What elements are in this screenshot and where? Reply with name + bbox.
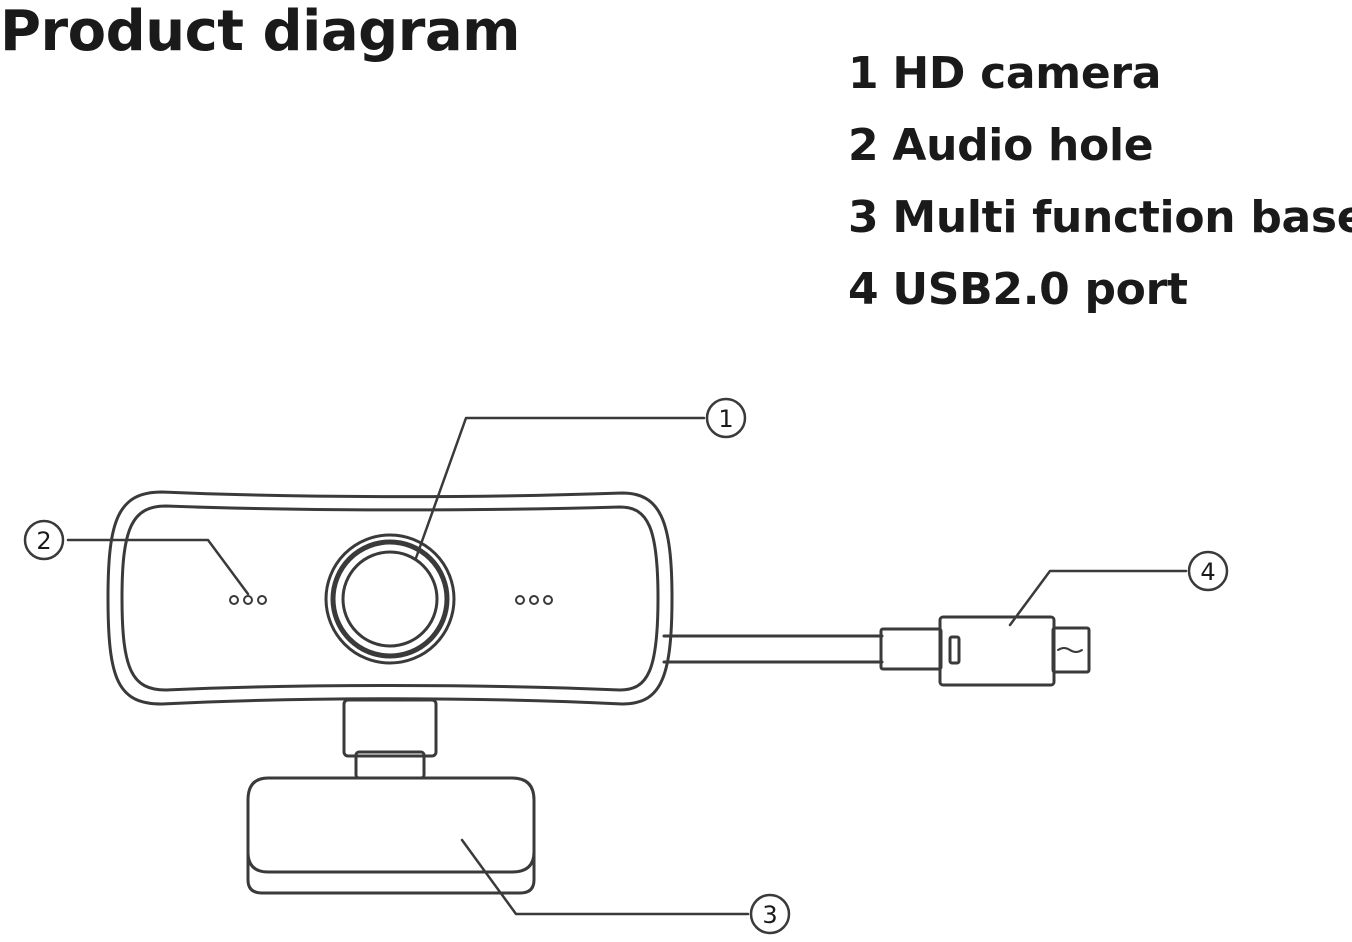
legend-label: HD camera xyxy=(892,48,1162,99)
usb-cable xyxy=(662,634,884,664)
legend-number: 3 xyxy=(848,192,879,243)
leader-lines xyxy=(66,416,1188,916)
legend-item-hd-camera: 1 HD camera xyxy=(848,38,1352,110)
usb-plug xyxy=(879,615,1091,687)
hinge xyxy=(342,698,438,780)
callout-number: 4 xyxy=(1200,558,1215,586)
legend-number: 1 xyxy=(848,48,879,99)
callout-2 xyxy=(23,519,65,561)
legend-label: Multi function base xyxy=(892,192,1352,243)
legend-item-audio-hole: 2 Audio hole xyxy=(848,110,1352,182)
multi-function-base xyxy=(246,776,536,895)
callout-1 xyxy=(705,397,747,439)
legend-label: USB2.0 port xyxy=(892,264,1188,315)
callout-4 xyxy=(1187,550,1229,592)
parts-legend: 1 HD camera 2 Audio hole 3 Multi function b… xyxy=(848,38,1352,326)
lens xyxy=(324,533,456,665)
legend-label: Audio hole xyxy=(892,120,1154,171)
legend-number: 4 xyxy=(848,264,879,315)
camera-body xyxy=(106,490,674,706)
legend-item-base: 3 Multi function base xyxy=(848,182,1352,254)
callout-number: 3 xyxy=(762,901,777,929)
callout-number: 2 xyxy=(36,527,51,555)
callout-3 xyxy=(749,893,791,935)
callout-number: 1 xyxy=(718,405,733,433)
legend-item-usb-port: 4 USB2.0 port xyxy=(848,254,1352,326)
audio-holes-right xyxy=(515,595,553,605)
legend-number: 2 xyxy=(848,120,879,171)
page-title: Product diagram xyxy=(0,0,520,64)
audio-holes-left xyxy=(229,595,267,605)
